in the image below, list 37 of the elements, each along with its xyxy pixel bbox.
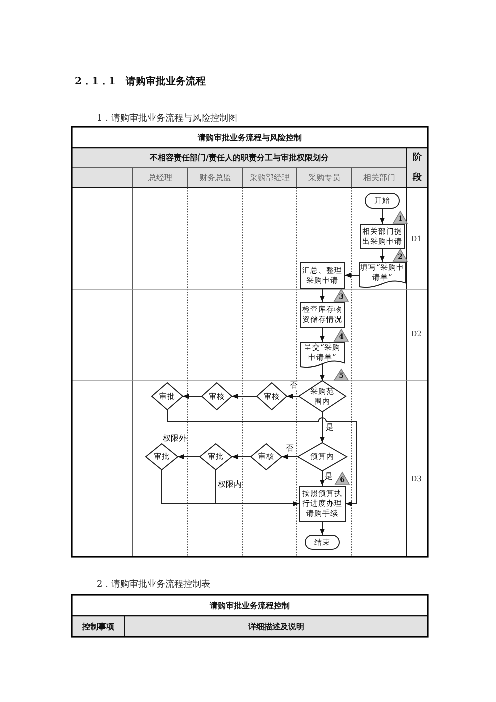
column-header: 控制事项 [82, 622, 114, 632]
arrow [178, 454, 200, 460]
arrow [162, 470, 300, 506]
table-title: 请购审批业务流程与风险控制 [198, 132, 302, 142]
arrow [232, 454, 252, 460]
arrow [380, 248, 385, 262]
arrow [320, 470, 325, 486]
arrow [380, 208, 385, 224]
arrow [344, 273, 360, 278]
arrow [320, 522, 325, 536]
edge-label: 是 [326, 423, 334, 432]
column-header: 采购专员 [308, 173, 340, 183]
table-title: 请购审批业务流程控制 [210, 600, 290, 610]
arrow [320, 364, 325, 382]
section-subheading: 2．请购审批业务流程控制表 [97, 580, 211, 590]
arrow [320, 412, 325, 444]
section-heading: 2．1．1 请购审批业务流程 [75, 76, 206, 88]
arrow [167, 410, 358, 506]
column-header: 财务总监 [200, 173, 232, 183]
edge-label: 否 [286, 444, 294, 453]
arrow [282, 454, 298, 460]
column-header: 总经理 [148, 173, 172, 183]
section-subheading: 1．请购审批业务流程与风险控制图 [97, 114, 238, 124]
arrow [320, 328, 325, 342]
column-header: 相关部门 [364, 173, 396, 183]
arrow [182, 394, 202, 399]
column-header: 详细描述及说明 [248, 622, 304, 632]
table-header: 不相容责任部门/责任人的职责分工与审批权限划分 [150, 153, 329, 163]
edge-label: 权限内 [218, 480, 242, 489]
column-header: 采购部经理 [250, 173, 290, 183]
edge-label: 否 [290, 381, 298, 390]
edge-label: 是 [325, 472, 333, 481]
edge-label: 权限外 [163, 434, 187, 443]
stage-column-header: 阶段 [413, 152, 422, 185]
arrow [320, 288, 325, 302]
arrow [286, 394, 300, 399]
arrow [232, 394, 258, 399]
